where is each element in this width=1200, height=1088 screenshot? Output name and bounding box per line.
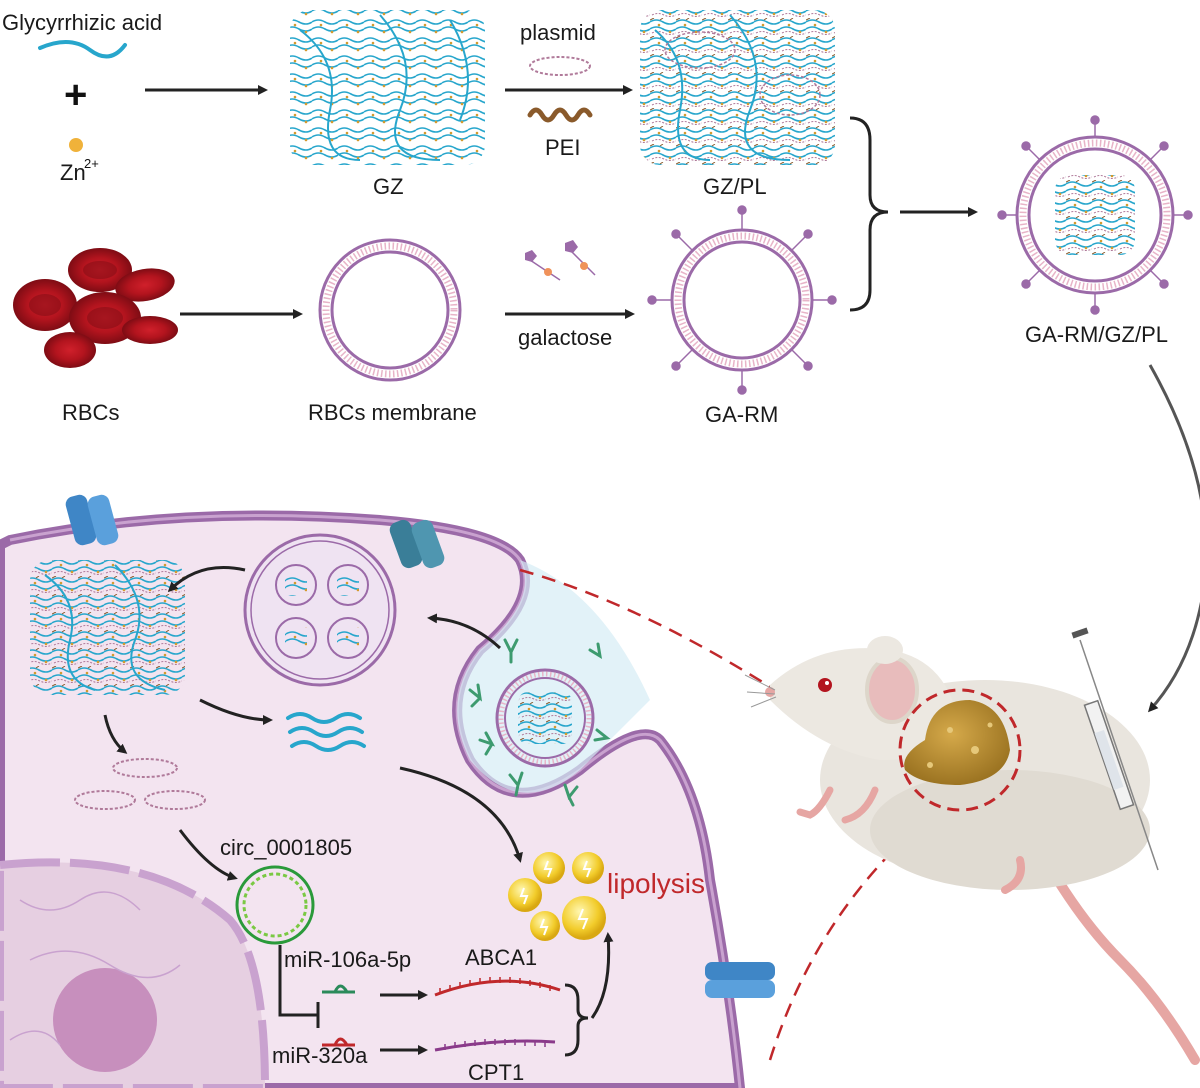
arrow-to-lipolysis [590, 932, 614, 1019]
mir106-label: miR-106a-5p [284, 947, 411, 972]
cpt1-label: CPT1 [468, 1060, 524, 1085]
liver-highlight-circle [898, 688, 1022, 812]
zinc-ion-icon [69, 138, 83, 152]
internalized-nanoparticle [495, 668, 595, 768]
mouse-illustration [744, 636, 1200, 1065]
plasmid-icon [529, 56, 591, 76]
galactose-ligands-icon [525, 240, 596, 281]
gz-label: GZ [373, 174, 404, 199]
zinc-charge-label: 2+ [84, 156, 99, 171]
lipid-droplets-icon [508, 852, 606, 941]
zinc-label: Zn [60, 160, 86, 185]
glycyrrhizic-acid-icon [38, 40, 127, 59]
rbc-cluster [13, 248, 178, 368]
released-gz-pl-network [30, 560, 185, 695]
lipolysis-label: lipolysis [607, 868, 705, 899]
endosome [243, 533, 397, 687]
gz-pl-network [640, 10, 835, 165]
circ-label: circ_0001805 [220, 835, 352, 860]
arrow-to-plasmids [103, 714, 128, 754]
syringe-icon [1071, 627, 1159, 871]
receptor-icons [468, 638, 611, 807]
glycyrrhizic-acid-label: Glycyrrhizic acid [2, 10, 162, 35]
cpt1-mrna-icon [434, 1039, 556, 1052]
liver-icon [904, 700, 1010, 785]
arrow-uptake-to-endosome [427, 613, 502, 650]
arrow-to-mouse [1147, 364, 1200, 713]
ga-rm-label: GA-RM [705, 402, 778, 427]
ga-rm-gz-pl-nanoparticle [997, 115, 1193, 315]
mir320-icon [322, 1037, 355, 1047]
mir106-icon [322, 984, 355, 994]
merge-brace-2 [564, 983, 589, 1057]
ga-rm-vesicle [647, 205, 837, 395]
nucleus [0, 858, 270, 1088]
cpt1-mrna-ticks [444, 1039, 546, 1050]
merge-brace [849, 116, 889, 312]
plus-sign: + [64, 73, 87, 117]
arrow-plasmid-to-circ [178, 829, 238, 881]
channel-protein-icon-3 [705, 962, 775, 998]
mir320-label: miR-320a [272, 1043, 368, 1068]
channel-protein-icon-2 [389, 519, 445, 569]
rbcs-membrane-label: RBCs membrane [308, 400, 477, 425]
gz-pl-label: GZ/PL [703, 174, 767, 199]
gz-network [290, 10, 485, 165]
pei-label: PEI [545, 135, 580, 160]
rbc-membrane-vesicle [318, 238, 462, 382]
released-plasmids-icon [74, 758, 206, 810]
inhibition-bracket [278, 945, 320, 1028]
channel-protein-icon [65, 494, 119, 546]
arrow-endosome-to-network [167, 566, 246, 593]
plasmid-label: plasmid [520, 20, 596, 45]
galactose-label: galactose [518, 325, 612, 350]
abca1-label: ABCA1 [465, 945, 537, 970]
released-ga-icon [286, 712, 366, 752]
abca1-mrna-ticks [439, 977, 551, 994]
arrow-ga-to-lipolysis [399, 766, 523, 863]
ga-rm-gz-pl-label: GA-RM/GZ/PL [1025, 322, 1168, 347]
arrow-to-ga [199, 698, 273, 725]
circ-rna-icon [235, 865, 315, 945]
pei-icon [527, 107, 593, 123]
rbcs-label: RBCs [62, 400, 119, 425]
